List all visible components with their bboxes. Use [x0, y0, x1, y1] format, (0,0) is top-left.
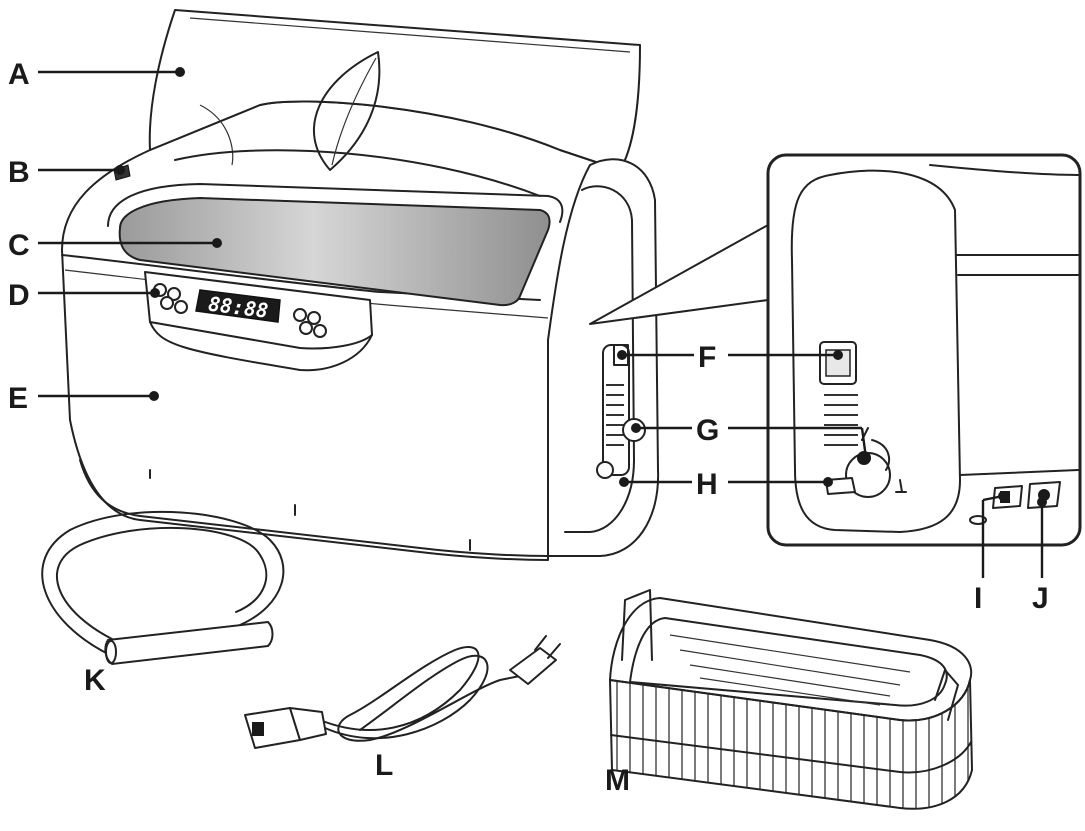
power-cord: [244, 635, 561, 749]
inset-body-top: [929, 164, 1079, 176]
callout-j: J: [1032, 582, 1049, 615]
basket-floor-grid: [669, 634, 911, 706]
cleaner-unit: 88:88: [61, 9, 660, 561]
inset-foot: [969, 515, 987, 525]
lcd-display: [195, 289, 281, 323]
tank-rim: [107, 183, 564, 227]
leader-dot-j: [1037, 497, 1047, 507]
inset-body-bottom: [959, 469, 1079, 476]
leader-dot-d: [150, 288, 160, 298]
cord-coil-2: [324, 654, 489, 740]
lid: [148, 9, 641, 171]
lid-window-edge: [189, 17, 631, 166]
callout-i: I: [974, 582, 982, 615]
wall-plug: [509, 647, 557, 685]
leader-dot-a: [175, 67, 185, 77]
iec-slots: [252, 722, 264, 736]
side-detail-inset: [589, 153, 1082, 547]
left-button-cluster: [153, 283, 188, 314]
lid-reflection: [313, 51, 381, 171]
button[interactable]: [313, 324, 327, 338]
leader-dot-h-left: [619, 477, 629, 487]
drain-hose: [41, 510, 285, 665]
lid-fold-line: [174, 149, 541, 197]
hose-end: [104, 621, 274, 665]
leader-dot-c: [212, 238, 222, 248]
callout-m: M: [605, 764, 630, 797]
leader-dot-e: [149, 391, 159, 401]
drain-knob-vents: [606, 380, 624, 450]
callout-a: A: [8, 58, 30, 91]
callout-labels: A B C D E F G H I J: [8, 58, 1049, 797]
inset-drain-nozzle: [825, 477, 856, 495]
base-feet: [149, 469, 471, 551]
callout-e: E: [8, 382, 28, 415]
top-rim: [61, 254, 541, 301]
control-panel-lip: [149, 321, 373, 372]
button[interactable]: [293, 308, 307, 322]
button[interactable]: [160, 296, 174, 310]
callout-h: H: [696, 468, 718, 501]
leader-dot-g-right: [861, 453, 871, 463]
callout-b: B: [8, 156, 30, 189]
button[interactable]: [307, 311, 321, 325]
side-latch: [613, 344, 629, 366]
leader-dot-f-left: [617, 350, 627, 360]
basket-side-front: [608, 678, 974, 810]
button[interactable]: [174, 300, 188, 314]
stainless-tank: [118, 196, 551, 307]
leader-dot-h-right: [823, 477, 833, 487]
basket-handle-left: [621, 589, 653, 661]
lid-reflection-line: [331, 57, 377, 166]
hose-opening: [105, 640, 117, 664]
iec-connector-boot: [289, 707, 327, 741]
wall-plug-pins: [534, 635, 561, 659]
callout-g: G: [696, 414, 719, 447]
callout-l: L: [375, 749, 393, 782]
right-button-cluster: [293, 308, 327, 338]
inset-body-line: [954, 254, 1079, 276]
leader-dot-f-right: [833, 350, 843, 360]
hose-coil-outer: [41, 510, 285, 656]
leader-dot-g-left: [631, 423, 641, 433]
cleaning-basket: [608, 589, 974, 810]
side-panel-inner: [564, 185, 635, 533]
button[interactable]: [167, 287, 181, 301]
leader-line-g-bend: [860, 427, 868, 459]
callout-f: F: [698, 341, 716, 374]
hose-coil-inner: [55, 526, 268, 643]
button[interactable]: [299, 321, 313, 335]
inset-rotation-arrow: [871, 439, 890, 471]
inset-vents: [824, 392, 858, 450]
callout-c: C: [8, 229, 30, 262]
leader-line-i-bend: [982, 494, 1004, 502]
side-drain-outlet: [596, 461, 614, 479]
basket-band: [610, 734, 972, 774]
callout-d: D: [8, 279, 30, 312]
basket-rim-inner: [629, 617, 948, 707]
basket-handle-right: [934, 669, 959, 721]
cord-coil: [319, 645, 521, 742]
leader-dot-b: [115, 165, 125, 175]
housing-base-rim: [79, 459, 549, 557]
callout-k: K: [84, 664, 106, 697]
